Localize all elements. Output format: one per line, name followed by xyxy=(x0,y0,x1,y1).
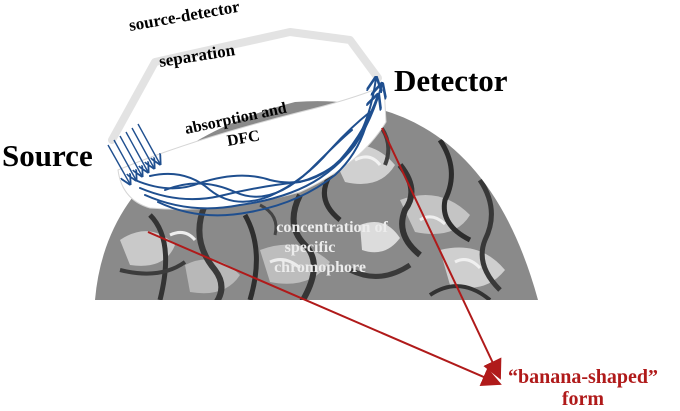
banana-label: “banana-shaped” form xyxy=(508,366,658,410)
separation-label-line1: source-detector xyxy=(127,0,241,35)
incident-light-arrows xyxy=(107,123,160,184)
banana-label-line1: “banana-shaped” xyxy=(508,366,658,388)
red-arrow-left xyxy=(147,231,502,387)
photon-paths xyxy=(134,78,382,217)
source-label: Source xyxy=(2,138,93,173)
banana-pointer-arrows xyxy=(147,127,502,387)
separation-bracket xyxy=(108,28,382,144)
concentration-label: concentration of specific chromophore xyxy=(274,219,388,276)
concentration-label-line3: chromophore xyxy=(274,259,366,276)
concentration-label-line1: concentration of xyxy=(276,219,388,236)
banana-label-line2: form xyxy=(562,388,605,410)
absorption-label-line2: DFC xyxy=(226,127,261,149)
detector-label: Detector xyxy=(394,63,508,98)
separation-label-line2: separation xyxy=(158,40,237,71)
concentration-label-line2: specific xyxy=(285,239,336,256)
red-arrow-right xyxy=(381,127,502,380)
